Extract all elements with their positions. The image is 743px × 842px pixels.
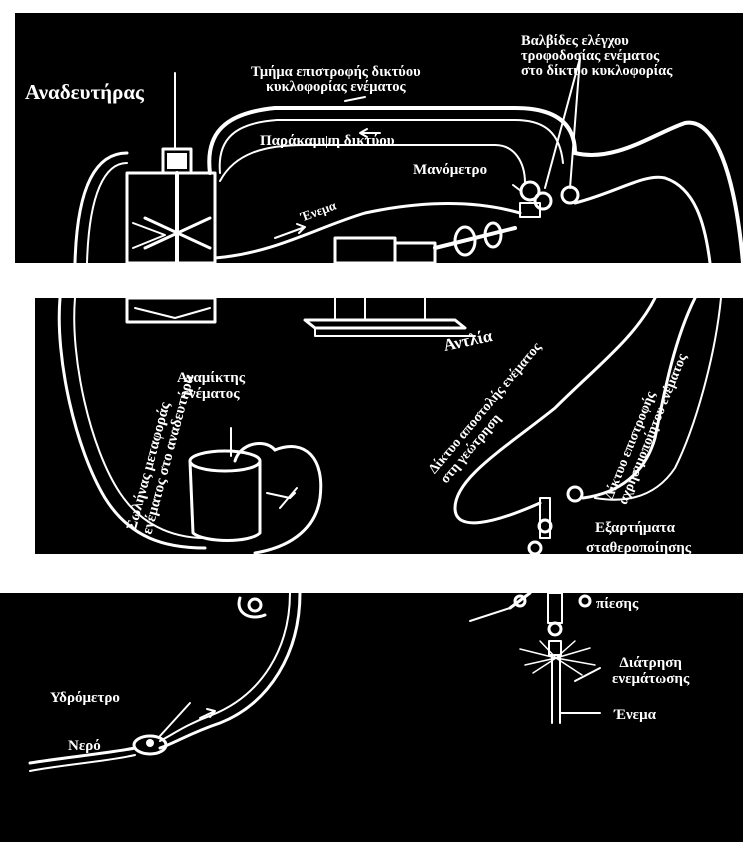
label-grout-bottom: Ένεμα	[614, 708, 656, 724]
stabilization-fittings	[529, 487, 582, 554]
mixer-outlet-valve	[239, 598, 265, 617]
label-fittings-2: σταθεροποίησης	[586, 541, 691, 554]
borehole-fittings	[470, 593, 590, 655]
label-grouting-hole: Διάτρηση ενεμάτωσης	[612, 656, 689, 688]
label-agitator: Αναδευτήρας	[25, 81, 144, 103]
label-fittings-1: Εξαρτήματα	[595, 521, 675, 537]
grout-mixer	[190, 428, 321, 553]
diagram-panel-top: Αναδευτήρας Τμήμα επιστροφής δικτύου κυκ…	[15, 13, 743, 263]
label-valves-1: Βαλβίδες ελέγχου	[521, 34, 672, 49]
label-valves-3: στο δίκτυο κυκλοφορίας	[521, 64, 672, 79]
pump	[335, 223, 515, 263]
label-water-meter: Υδρόμετρο	[50, 691, 120, 707]
hose-to-agitator	[75, 153, 127, 263]
return-network-pipe-top	[575, 123, 743, 263]
label-return-line: Τμήμα επιστροφής δικτύου κυκλοφορίας ενέ…	[251, 65, 421, 95]
label-return-line-1: Τμήμα επιστροφής δικτύου	[251, 65, 421, 80]
label-return-line-2: κυκλοφορίας ενέματος	[251, 80, 421, 95]
label-grouting-hole-1: Διάτρηση	[612, 656, 689, 672]
diagram-panel-bottom: πίεσης Διάτρηση ενεμάτωσης Ένεμα Υδρόμετ…	[0, 593, 743, 842]
label-water: Νερό	[68, 739, 101, 755]
supply-network-pipe-top	[575, 177, 710, 263]
label-fittings-3: πίεσης	[596, 597, 638, 613]
pump-base	[305, 298, 475, 336]
label-pressure-gauge: Μανόμετρο	[413, 163, 487, 179]
diagram-panel-middle: Αντλία Αναμίκτης ενέματος Σωλήνας μεταφο…	[35, 298, 743, 554]
label-bypass: Παράκαμψη δικτύου	[260, 134, 395, 150]
label-valves-2: τροφοδοσίας ενέματος	[521, 49, 672, 64]
label-valves: Βαλβίδες ελέγχου τροφοδοσίας ενέματος στ…	[521, 34, 672, 80]
label-grouting-hole-2: ενεμάτωσης	[612, 672, 689, 688]
water-pipe	[160, 593, 300, 748]
